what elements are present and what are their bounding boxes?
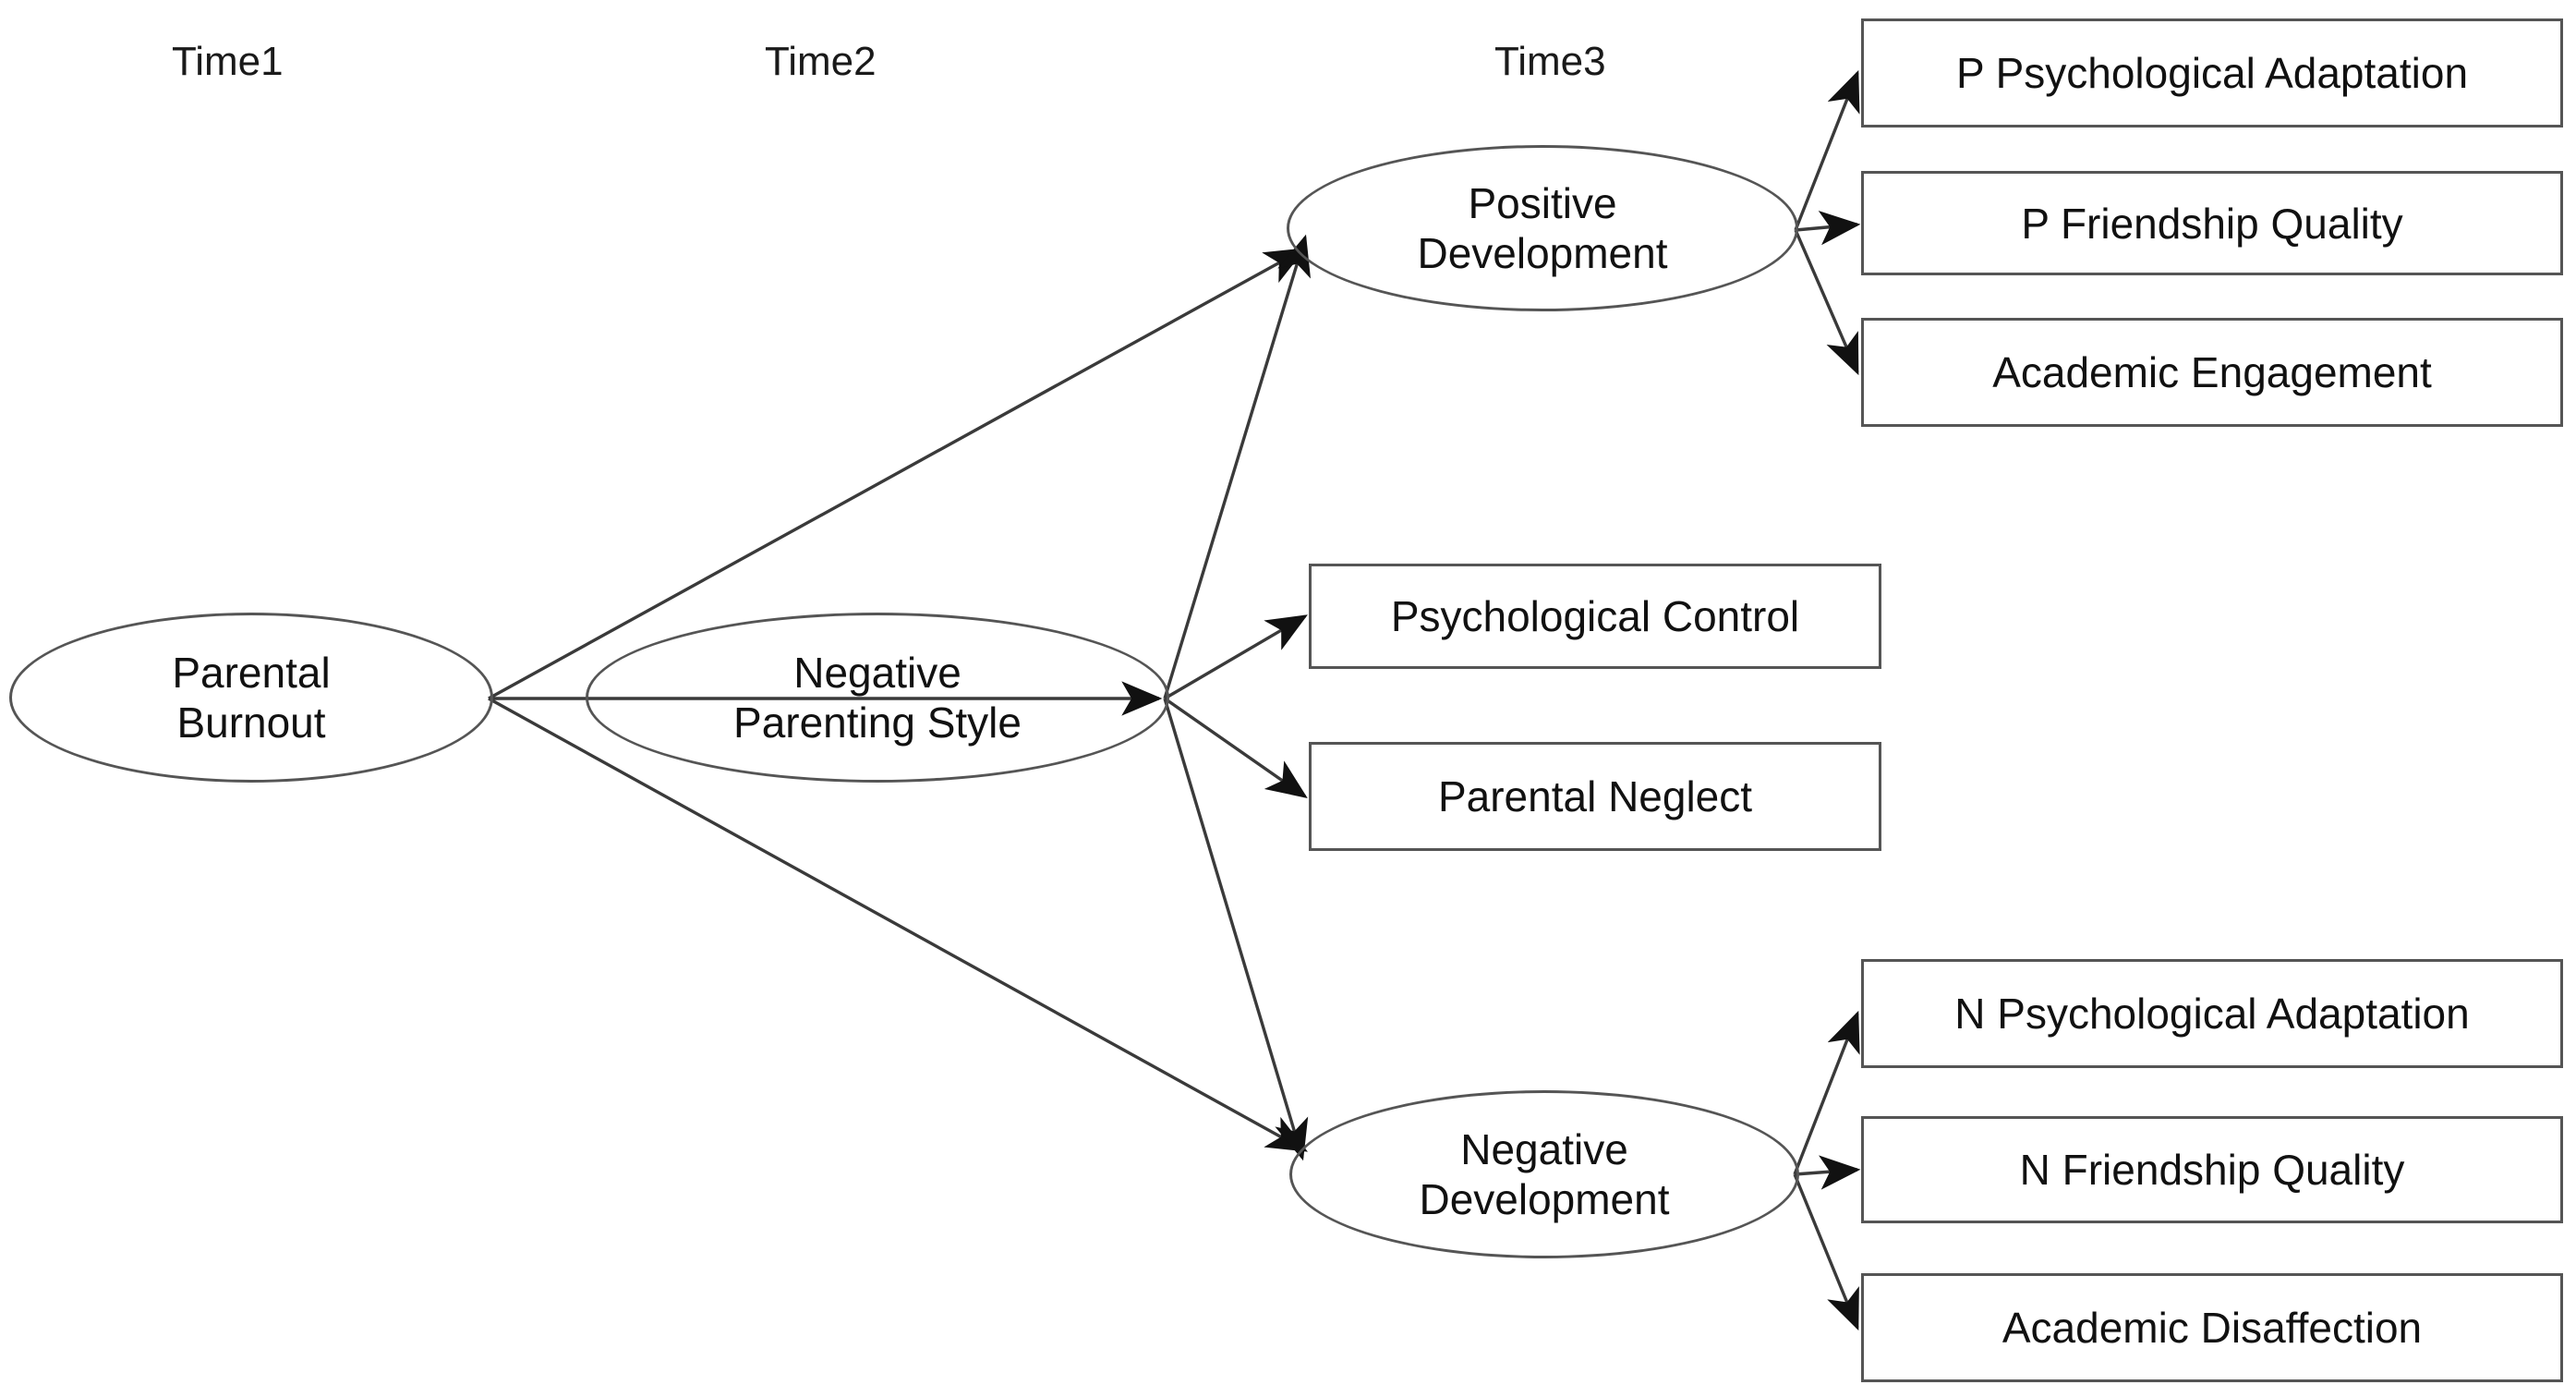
latent-node-positive-development-line1: Positive: [1468, 178, 1617, 227]
path-negative-to-n-friendship-quality: [1794, 1155, 1861, 1190]
path-negative-to-n-psych-adaptation: [1793, 1010, 1860, 1175]
path-positive-to-p-friendship-quality: [1795, 211, 1861, 246]
path-parenting-to-positive-development: [1163, 234, 1311, 699]
latent-node-negative-parenting-style-line1: Negative: [793, 648, 961, 697]
latent-node-negative-parenting-style[interactable]: Negative Parenting Style: [586, 613, 1169, 783]
latent-node-positive-development[interactable]: Positive Development: [1287, 145, 1798, 311]
time-label-time3: Time3: [1494, 39, 1606, 84]
observed-node-psychological-control[interactable]: Psychological Control: [1309, 564, 1881, 669]
path-parenting-to-negative-development: [1163, 698, 1309, 1161]
observed-node-n-psychological-adaptation[interactable]: N Psychological Adaptation: [1861, 959, 2563, 1068]
observed-node-n-friendship-quality[interactable]: N Friendship Quality: [1861, 1116, 2563, 1223]
observed-node-academic-engagement[interactable]: Academic Engagement: [1861, 318, 2563, 427]
path-burnout-to-positive-development: [488, 248, 1306, 700]
latent-node-positive-development-line2: Development: [1417, 229, 1668, 277]
path-parenting-to-parental-neglect: [1164, 697, 1308, 798]
observed-node-p-friendship-quality[interactable]: P Friendship Quality: [1861, 171, 2563, 275]
path-positive-to-academic-engagement: [1794, 229, 1859, 376]
latent-node-negative-parenting-style-line2: Parenting Style: [733, 698, 1022, 747]
path-burnout-to-negative-development: [488, 697, 1308, 1152]
latent-node-parental-burnout-line2: Burnout: [176, 698, 326, 747]
path-positive-to-p-psych-adaptation: [1794, 69, 1860, 231]
latent-node-negative-development-line1: Negative: [1460, 1124, 1628, 1173]
latent-node-parental-burnout[interactable]: Parental Burnout: [9, 613, 493, 783]
latent-node-negative-development-line2: Development: [1419, 1175, 1670, 1223]
latent-node-parental-burnout-line1: Parental: [172, 648, 331, 697]
time-label-time2: Time2: [765, 39, 877, 84]
path-negative-to-academic-disaffection: [1793, 1173, 1859, 1331]
observed-node-parental-neglect[interactable]: Parental Neglect: [1309, 742, 1881, 851]
observed-node-p-psychological-adaptation[interactable]: P Psychological Adaptation: [1861, 18, 2563, 128]
path-parenting-to-psychological-control: [1164, 614, 1308, 700]
time-label-time1: Time1: [172, 39, 284, 84]
latent-node-negative-development[interactable]: Negative Development: [1289, 1090, 1799, 1258]
observed-node-academic-disaffection[interactable]: Academic Disaffection: [1861, 1273, 2563, 1382]
